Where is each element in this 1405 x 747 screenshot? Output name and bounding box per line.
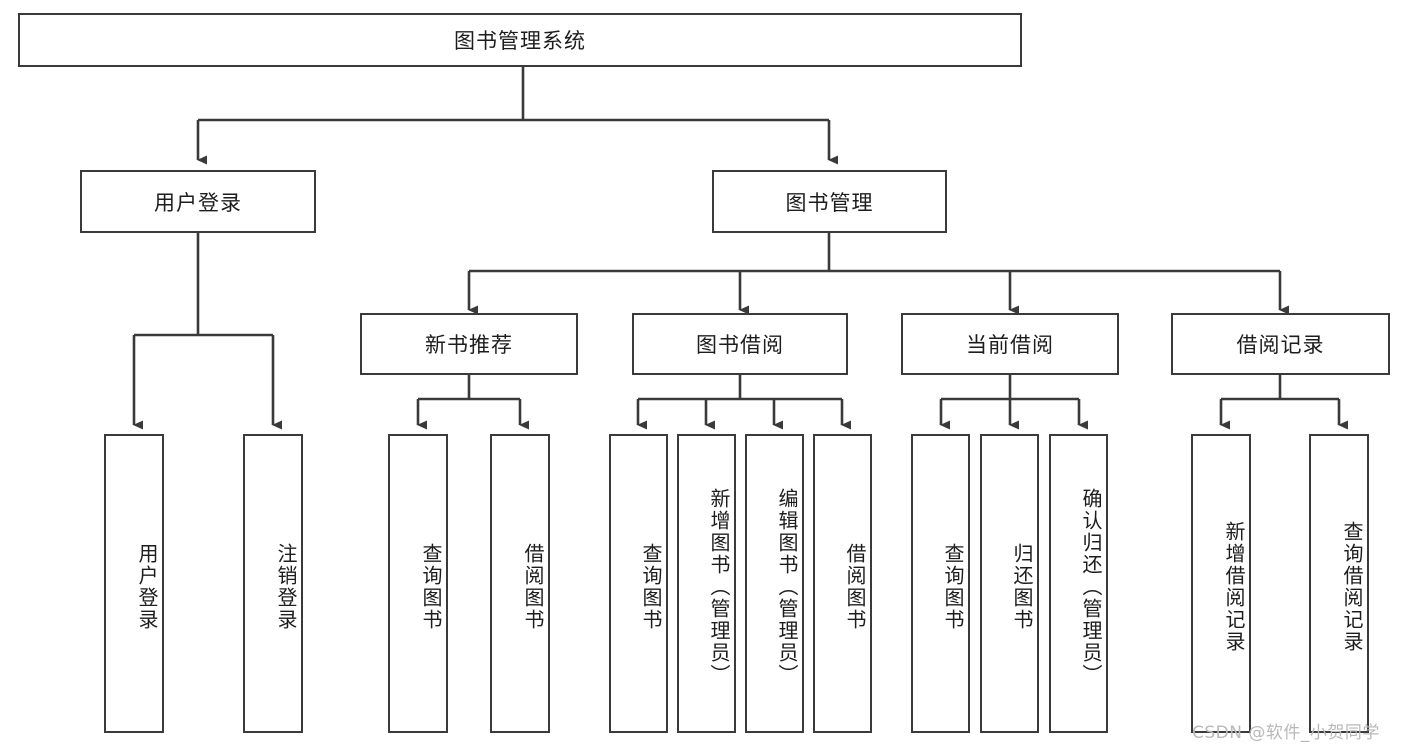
node-leaf-query-borrow-record-label: 查询借阅记录	[1340, 520, 1364, 653]
node-leaf-add-borrow-record[interactable]: 新增借阅记录	[1191, 434, 1251, 733]
node-borrow-record-label: 借阅记录	[1236, 333, 1325, 357]
node-new-book-recommend-label: 新书推荐	[425, 333, 513, 357]
node-leaf-confirm-return-label: 确认归还（管理员）	[1079, 487, 1103, 686]
node-user-login[interactable]: 用户登录	[80, 170, 316, 233]
node-leaf-return-book[interactable]: 归还图书	[980, 434, 1039, 733]
node-current-borrow-label: 当前借阅	[966, 333, 1054, 357]
node-leaf-add-book[interactable]: 新增图书（管理员）	[677, 434, 736, 733]
node-book-manage-label: 图书管理	[785, 190, 874, 215]
node-leaf-borrow-book[interactable]: 借阅图书	[813, 434, 872, 733]
node-root-label: 图书管理系统	[454, 29, 586, 53]
node-borrow-record[interactable]: 借阅记录	[1171, 313, 1390, 375]
node-leaf-add-borrow-record-label: 新增借阅记录	[1222, 520, 1246, 653]
node-book-borrow-label: 图书借阅	[696, 333, 784, 357]
node-leaf-edit-book[interactable]: 编辑图书（管理员）	[745, 434, 804, 733]
node-leaf-confirm-return[interactable]: 确认归还（管理员）	[1049, 434, 1108, 733]
node-leaf-query-book-recommend[interactable]: 查询图书	[388, 434, 448, 733]
node-leaf-query-book-label: 查询图书	[639, 542, 663, 631]
node-leaf-user-login[interactable]: 用户登录	[104, 434, 164, 733]
node-leaf-logout-label: 注销登录	[274, 542, 298, 631]
node-leaf-return-book-label: 归还图书	[1010, 542, 1034, 631]
node-leaf-edit-book-label: 编辑图书（管理员）	[775, 487, 799, 686]
node-root[interactable]: 图书管理系统	[18, 13, 1022, 67]
watermark-label: CSDN @软件_小贺同学	[1192, 723, 1380, 743]
node-book-borrow[interactable]: 图书借阅	[632, 313, 848, 375]
node-new-book-recommend[interactable]: 新书推荐	[360, 313, 578, 375]
node-leaf-query-book-current[interactable]: 查询图书	[911, 434, 970, 733]
node-leaf-query-book-current-label: 查询图书	[941, 542, 965, 631]
node-leaf-user-login-label: 用户登录	[135, 542, 159, 631]
node-leaf-borrow-book-label: 借阅图书	[843, 542, 867, 631]
node-leaf-query-book-recommend-label: 查询图书	[419, 542, 443, 631]
node-leaf-query-book[interactable]: 查询图书	[609, 434, 668, 733]
node-leaf-logout[interactable]: 注销登录	[243, 434, 303, 733]
node-book-manage[interactable]: 图书管理	[712, 170, 947, 233]
node-current-borrow[interactable]: 当前借阅	[901, 313, 1119, 375]
node-user-login-label: 用户登录	[154, 190, 242, 215]
node-leaf-query-borrow-record[interactable]: 查询借阅记录	[1309, 434, 1369, 733]
node-leaf-add-book-label: 新增图书（管理员）	[707, 487, 731, 686]
node-leaf-borrow-book-recommend[interactable]: 借阅图书	[490, 434, 550, 733]
node-leaf-borrow-book-recommend-label: 借阅图书	[521, 542, 545, 631]
